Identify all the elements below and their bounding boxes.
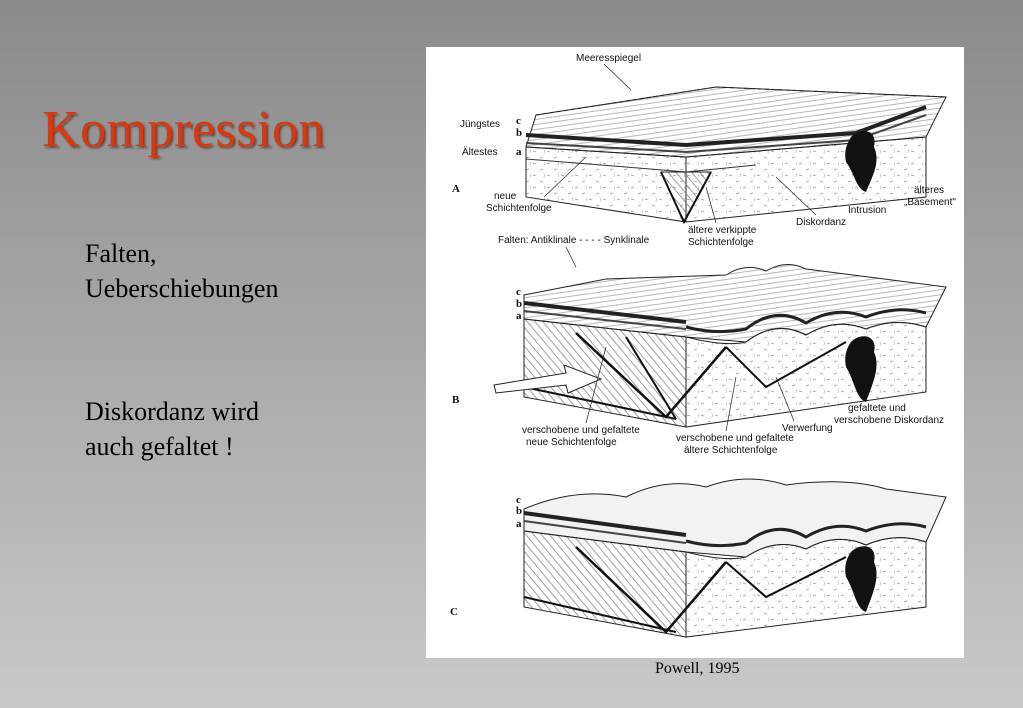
label-displaced-new-2: neue Schichtenfolge — [526, 437, 617, 448]
label-basement-2: „Basement" — [904, 197, 956, 208]
layer-a-c: a — [516, 518, 522, 530]
layer-c-b: c — [516, 286, 521, 298]
text-block-unconformity: Diskordanz wird auch gefaltet ! — [85, 394, 259, 464]
panel-label-b: B — [452, 394, 460, 406]
label-oldest: Ältestes — [462, 146, 498, 158]
figure-credit: Powell, 1995 — [655, 660, 740, 677]
label-folded-unconformity-1: gefaltete und — [848, 403, 906, 414]
text-line: Diskordanz wird — [85, 397, 260, 426]
text-line: Falten, — [85, 239, 157, 268]
panel-c-block — [523, 478, 947, 638]
layer-b: b — [516, 127, 522, 139]
panel-a-block — [525, 86, 947, 225]
label-sea-level: Meeresspiegel — [576, 53, 641, 64]
text-line: auch gefaltet ! — [85, 432, 234, 461]
text-block-folds: Falten, Ueberschiebungen — [85, 236, 278, 306]
label-displaced-old-1: verschobene und gefaltete — [676, 433, 794, 444]
panel-label-c: C — [450, 606, 458, 618]
label-folded-unconformity-2: verschobene Diskordanz — [834, 415, 944, 426]
label-basement-1: älteres — [914, 185, 944, 196]
label-older-tilted-2: Schichtenfolge — [688, 237, 754, 248]
layer-b-c: b — [516, 505, 522, 517]
label-folds: Falten: Antiklinale - - - - Synklinale — [498, 235, 650, 246]
panel-b-block — [493, 264, 947, 428]
layer-c: c — [516, 115, 521, 127]
label-fault: Verwerfung — [782, 423, 833, 434]
text-line: Ueberschiebungen — [85, 274, 279, 303]
label-new-seq-2: Schichtenfolge — [486, 203, 552, 214]
label-unconformity: Diskordanz — [796, 217, 846, 228]
label-intrusion: Intrusion — [848, 205, 886, 216]
panel-label-a: A — [452, 183, 460, 195]
label-youngest: Jüngstes — [460, 119, 500, 130]
layer-c-c: c — [516, 494, 521, 506]
block-diagrams: Meeresspiegel Jüngstes Ältestes c b a A … — [450, 53, 956, 638]
label-older-tilted-1: ältere verkippte — [688, 225, 757, 236]
label-new-seq-1: neue — [494, 191, 517, 202]
layer-b-b: b — [516, 298, 522, 310]
geology-figure: Meeresspiegel Jüngstes Ältestes c b a A … — [426, 47, 964, 658]
slide-title: Kompression — [42, 101, 325, 158]
label-displaced-new-1: verschobene und gefaltete — [522, 425, 640, 436]
layer-a-b: a — [516, 310, 522, 322]
layer-a: a — [516, 146, 522, 158]
label-displaced-old-2: ältere Schichtenfolge — [684, 445, 778, 456]
